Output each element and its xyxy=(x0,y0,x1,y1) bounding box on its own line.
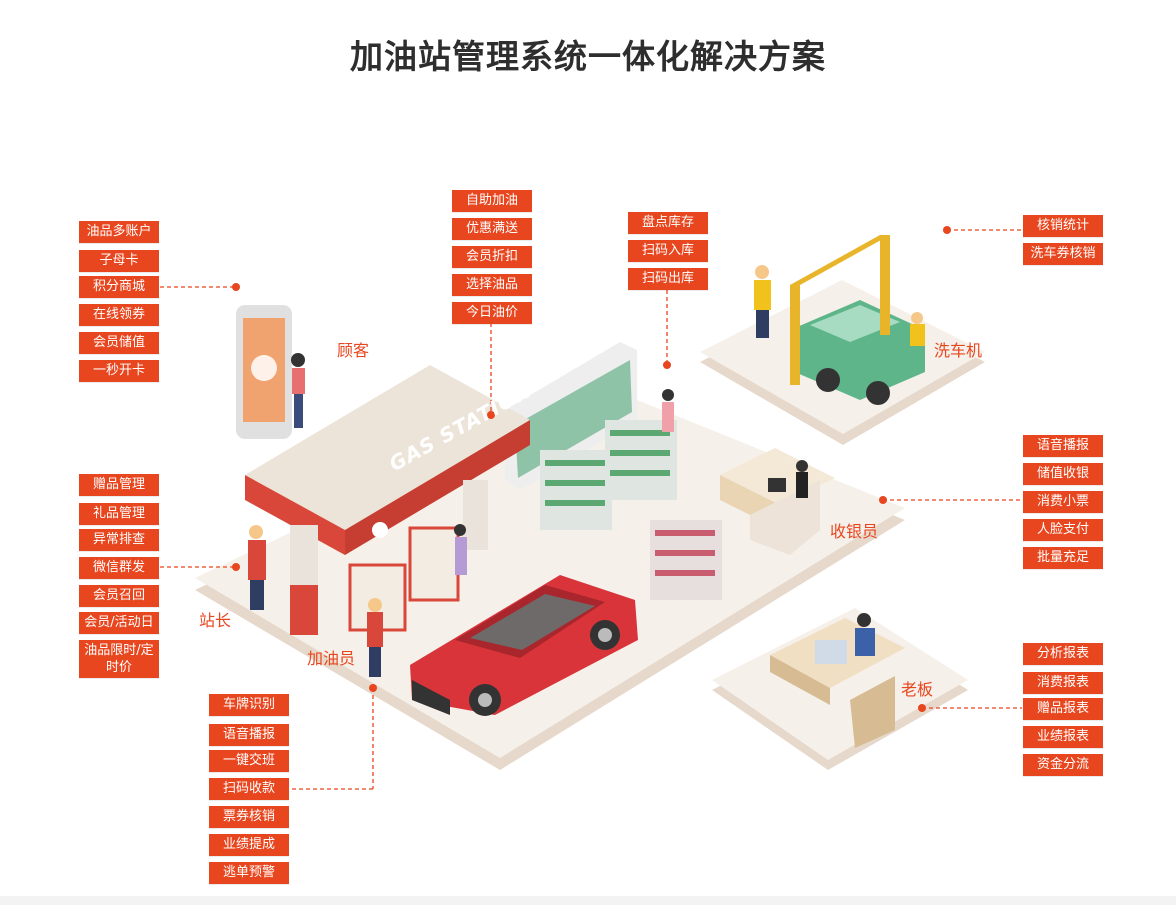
tag-inventory-2: 扫码入库 xyxy=(628,240,708,262)
cashier-desk xyxy=(720,448,835,555)
role-cashier: 收银员 xyxy=(830,522,879,541)
tag-attendant-1: 车牌识别 xyxy=(209,694,289,716)
tag-pump-2: 优惠满送 xyxy=(452,218,532,240)
boss-desk xyxy=(770,613,905,748)
manager-figure xyxy=(248,525,266,610)
tag-boss-3: 赠品报表 xyxy=(1023,698,1103,720)
pump-customer-figure xyxy=(454,524,467,575)
tag-manager-2: 礼品管理 xyxy=(79,503,159,525)
store-shelves xyxy=(505,342,722,600)
tag-pump-1: 自助加油 xyxy=(452,190,532,212)
tag-manager-5: 会员召回 xyxy=(79,585,159,607)
tag-customer-1: 油品多账户 xyxy=(79,221,159,243)
attendant-figure xyxy=(367,598,383,677)
role-customer: 顾客 xyxy=(337,341,370,360)
tag-inventory-1: 盘点库存 xyxy=(628,212,708,234)
role-boss: 老板 xyxy=(901,680,934,699)
tag-manager-6: 会员/活动日 xyxy=(79,612,159,634)
tag-customer-6: 一秒开卡 xyxy=(79,360,159,382)
tag-cashier-2: 储值收银 xyxy=(1023,463,1103,485)
tag-manager-4: 微信群发 xyxy=(79,557,159,579)
footer-strip xyxy=(0,896,1176,905)
tag-attendant-7: 逃单预警 xyxy=(209,862,289,884)
tag-customer-4: 在线领券 xyxy=(79,304,159,326)
role-car-wash: 洗车机 xyxy=(934,341,983,360)
tag-customer-3: 积分商城 xyxy=(79,276,159,298)
tag-boss-5: 资金分流 xyxy=(1023,754,1103,776)
tag-attendant-2: 语音播报 xyxy=(209,724,289,746)
role-manager: 站长 xyxy=(199,611,232,630)
connector-dots xyxy=(232,226,951,712)
tag-customer-2: 子母卡 xyxy=(79,250,159,272)
tag-cashier-1: 语音播报 xyxy=(1023,435,1103,457)
tag-customer-5: 会员储值 xyxy=(79,332,159,354)
tag-car-wash-1: 核销统计 xyxy=(1023,215,1103,237)
car-wash xyxy=(754,235,925,405)
gas-station-canopy xyxy=(245,365,530,635)
tag-cashier-5: 批量充足 xyxy=(1023,547,1103,569)
tag-attendant-5: 票券核销 xyxy=(209,806,289,828)
tag-boss-1: 分析报表 xyxy=(1023,643,1103,665)
tag-attendant-6: 业绩提成 xyxy=(209,834,289,856)
tag-pump-5: 今日油价 xyxy=(452,302,532,324)
tag-manager-3: 异常排查 xyxy=(79,529,159,551)
tag-pump-4: 选择油品 xyxy=(452,274,532,296)
tag-inventory-3: 扫码出库 xyxy=(628,268,708,290)
red-car xyxy=(410,575,638,716)
tag-manager-7: 油品限时/定时价 xyxy=(79,640,159,678)
tag-cashier-4: 人脸支付 xyxy=(1023,519,1103,541)
role-attendant: 加油员 xyxy=(307,649,356,668)
tag-cashier-3: 消费小票 xyxy=(1023,491,1103,513)
tag-pump-3: 会员折扣 xyxy=(452,246,532,268)
tag-boss-4: 业绩报表 xyxy=(1023,726,1103,748)
tag-boss-2: 消费报表 xyxy=(1023,672,1103,694)
tag-manager-1: 赠品管理 xyxy=(79,474,159,496)
page-title: 加油站管理系统一体化解决方案 xyxy=(350,37,826,76)
connectors xyxy=(160,229,1022,790)
tag-attendant-3: 一键交班 xyxy=(209,750,289,772)
phone-illustration xyxy=(236,305,305,439)
boss-floor xyxy=(712,608,968,770)
tag-attendant-4: 扫码收款 xyxy=(209,778,289,800)
tag-car-wash-2: 洗车券核销 xyxy=(1023,243,1103,265)
